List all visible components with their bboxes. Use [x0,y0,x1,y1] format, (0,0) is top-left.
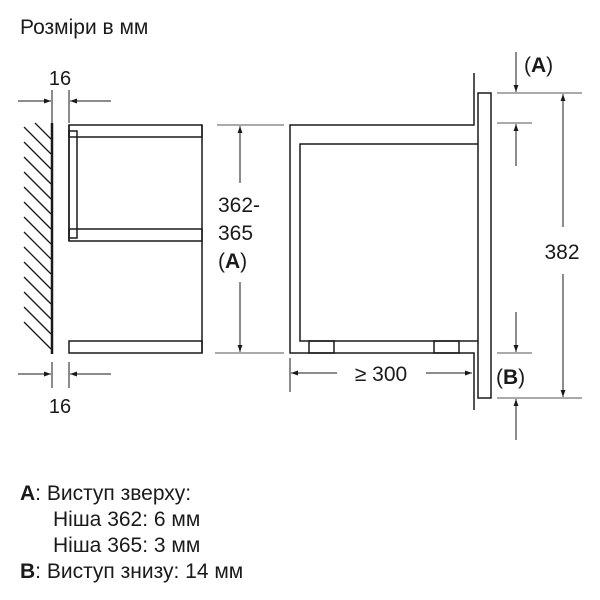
top-overhang-dimension [497,52,532,166]
depth-label: ≥ 300 [355,363,407,386]
legend-row-niche-362: Ніша 362: 6 мм [20,507,243,533]
legend-row-niche-365: Ніша 365: 3 мм [20,533,243,559]
overall-height-label: 382 [544,241,579,264]
gap-dimension-top [18,90,111,123]
bottom-overhang-dimension [497,312,532,440]
legend-key: A [20,482,36,505]
foot-front [433,340,460,354]
niche-height-label-1: 362- [218,194,260,217]
gap-dimension-bottom [18,362,111,388]
legend-key: B [20,560,36,583]
cabinet-niche [68,124,203,354]
niche-height-label-2: 365 [218,222,253,245]
foot-rear [308,340,335,354]
gap-top-label: 16 [49,68,71,90]
legend-row-a: A: Виступ зверху: [20,481,243,507]
legend-text: : Виступ знизу: 14 мм [35,560,244,583]
legend-text: Ніша 362: 6 мм [53,508,201,531]
appliance-side-view [289,73,492,410]
legend: A: Виступ зверху: Ніша 362: 6 мм Ніша 36… [20,481,243,585]
legend-row-b: B: Виступ знизу: 14 мм [20,559,243,585]
bottom-overhang-label: (B) [496,366,525,389]
niche-height-label-3: (A) [218,250,247,273]
depth-dimension [289,358,472,392]
legend-text: : Виступ зверху: [35,482,192,505]
legend-text: Ніша 365: 3 мм [53,534,201,557]
overall-height-dimension [497,92,582,399]
gap-bottom-label: 16 [49,396,71,418]
page-title: Розміри в мм [20,16,149,39]
top-overhang-label: (A) [524,54,553,77]
wall [23,122,54,354]
niche-height-dimension [215,124,284,354]
wall-hatching [23,122,52,350]
